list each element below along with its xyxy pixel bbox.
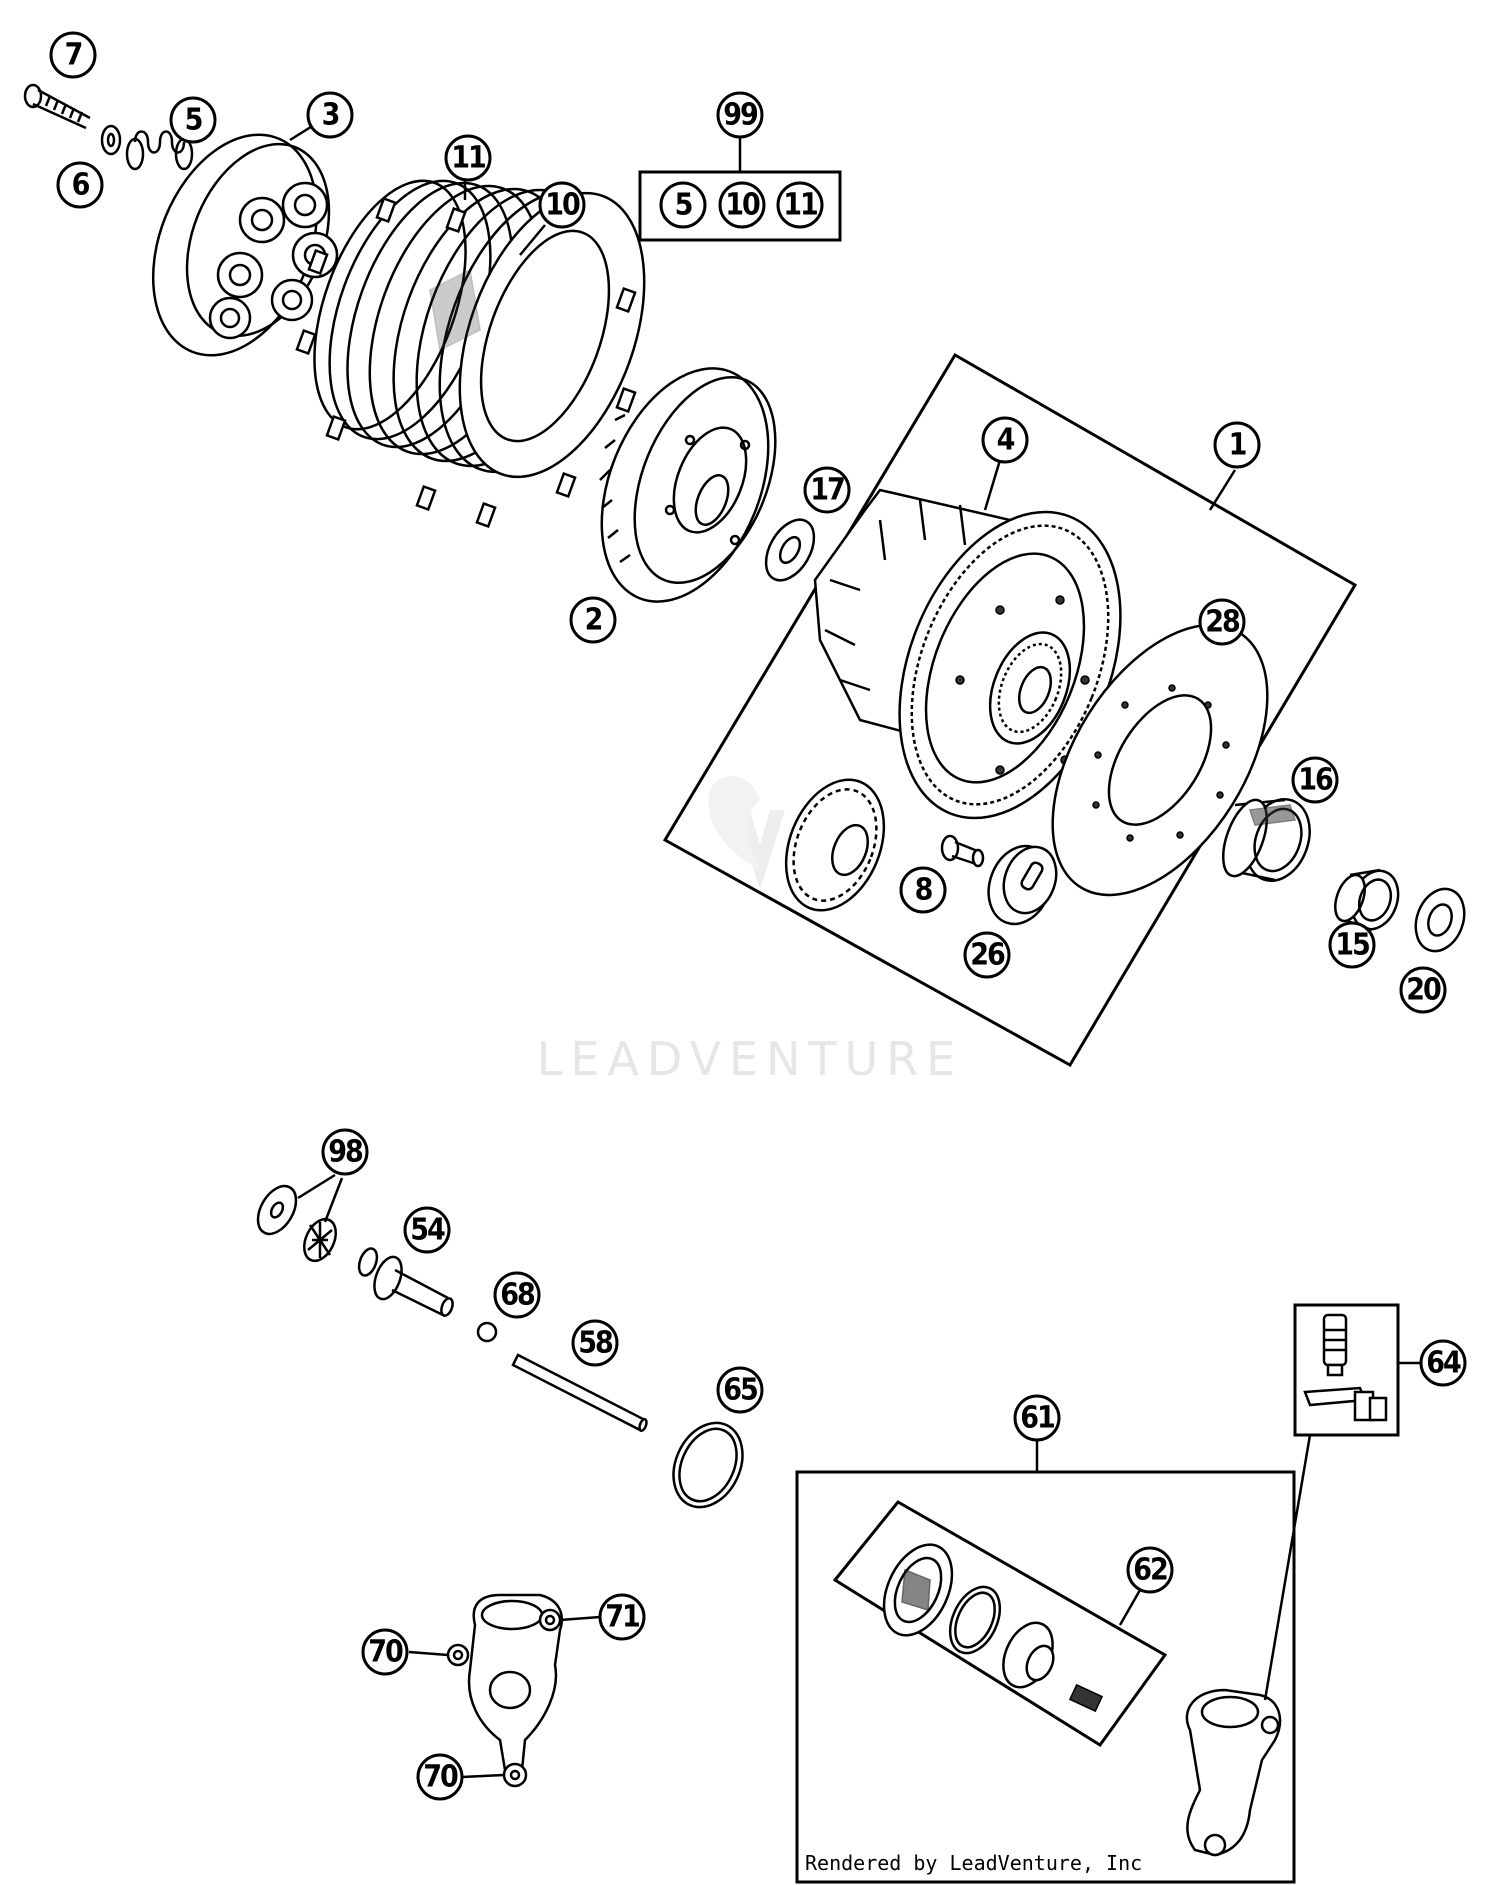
part-6-washer bbox=[100, 124, 122, 156]
callout-54[interactable]: 54 bbox=[403, 1206, 451, 1254]
svg-text:58: 58 bbox=[578, 1326, 613, 1361]
svg-text:64: 64 bbox=[1426, 1346, 1461, 1381]
part-26-cap bbox=[987, 844, 1058, 926]
callout-61[interactable]: 61 bbox=[1013, 1394, 1061, 1442]
part-7-bolt bbox=[23, 83, 91, 130]
part-62-piston-set bbox=[882, 1543, 1104, 1713]
part-4-outer-basket bbox=[813, 488, 1122, 820]
svg-text:16: 16 bbox=[1298, 763, 1333, 798]
svg-text:20: 20 bbox=[1406, 973, 1441, 1008]
render-credit-note: Rendered by LeadVenture, Inc bbox=[805, 1851, 1142, 1875]
part-58-push-rod bbox=[511, 1353, 648, 1432]
callout-70-lower[interactable]: 70 bbox=[416, 1753, 464, 1801]
callout-7[interactable]: 7 bbox=[49, 31, 97, 79]
part-68-ball bbox=[476, 1321, 498, 1343]
svg-text:1: 1 bbox=[1229, 428, 1246, 463]
part-64-bleed-screw bbox=[1322, 1313, 1348, 1377]
svg-text:11: 11 bbox=[451, 141, 485, 176]
leader-10 bbox=[519, 224, 546, 256]
kit-61-frame bbox=[795, 1470, 1296, 1884]
svg-text:62: 62 bbox=[1133, 1553, 1167, 1588]
part-17-washer bbox=[764, 518, 816, 582]
callout-99-item-5[interactable]: 5 bbox=[659, 181, 707, 229]
callout-16[interactable]: 16 bbox=[1291, 756, 1339, 804]
svg-text:98: 98 bbox=[328, 1135, 363, 1170]
svg-text:4: 4 bbox=[997, 423, 1015, 458]
part-primary-gear bbox=[784, 778, 886, 912]
callout-99-item-11[interactable]: 11 bbox=[776, 181, 824, 229]
callout-20[interactable]: 20 bbox=[1399, 966, 1447, 1014]
leader-4 bbox=[983, 459, 1002, 511]
kit-1-frame bbox=[662, 352, 1358, 1068]
svg-text:8: 8 bbox=[915, 873, 933, 908]
watermark-logo bbox=[708, 776, 785, 890]
part-64-lever-set bbox=[1303, 1386, 1388, 1422]
svg-text:11: 11 bbox=[783, 188, 817, 223]
svg-text:7: 7 bbox=[65, 38, 82, 73]
svg-text:28: 28 bbox=[1205, 605, 1240, 640]
callout-4[interactable]: 4 bbox=[981, 416, 1029, 464]
svg-text:26: 26 bbox=[970, 938, 1005, 973]
kit-64-to-master-leader bbox=[1263, 1434, 1312, 1701]
part-98-washer-set bbox=[256, 1173, 344, 1263]
svg-text:65: 65 bbox=[723, 1373, 757, 1408]
svg-text:17: 17 bbox=[810, 473, 844, 508]
callout-99-item-10[interactable]: 10 bbox=[718, 181, 766, 229]
svg-text:99: 99 bbox=[723, 98, 758, 133]
callout-5[interactable]: 5 bbox=[169, 96, 217, 144]
svg-text:2: 2 bbox=[585, 603, 602, 638]
part-20-washer bbox=[1414, 887, 1466, 953]
svg-text:10: 10 bbox=[545, 188, 580, 223]
svg-text:68: 68 bbox=[500, 1278, 535, 1313]
svg-text:6: 6 bbox=[72, 168, 90, 203]
callout-64[interactable]: 64 bbox=[1419, 1339, 1467, 1387]
callout-15[interactable]: 15 bbox=[1328, 921, 1376, 969]
callout-10[interactable]: 10 bbox=[538, 181, 586, 229]
callout-70-upper[interactable]: 70 bbox=[361, 1628, 409, 1676]
svg-text:3: 3 bbox=[322, 98, 339, 133]
part-3-pressure-plate bbox=[151, 133, 339, 357]
part-8-pin bbox=[940, 834, 985, 868]
callout-99[interactable]: 99 bbox=[716, 91, 764, 139]
part-10-11-clutch-disc-stack bbox=[295, 179, 646, 529]
svg-text:15: 15 bbox=[1335, 928, 1369, 963]
part-clutch-slave-cover bbox=[408, 1593, 601, 1788]
part-2-inner-hub bbox=[599, 367, 777, 603]
watermark-text: LEADVENTURE bbox=[537, 1032, 964, 1086]
part-clutch-master-cylinder bbox=[1185, 1688, 1282, 1857]
part-54-shaft bbox=[357, 1247, 454, 1318]
callout-1[interactable]: 1 bbox=[1213, 421, 1261, 469]
callout-26[interactable]: 26 bbox=[963, 931, 1011, 979]
callout-28[interactable]: 28 bbox=[1198, 598, 1246, 646]
callout-8[interactable]: 8 bbox=[899, 866, 947, 914]
callout-3[interactable]: 3 bbox=[306, 91, 354, 139]
part-16-needle-bearing bbox=[1221, 797, 1311, 883]
callout-17[interactable]: 17 bbox=[803, 466, 851, 514]
kit-64-box bbox=[1293, 1303, 1400, 1437]
callout-58[interactable]: 58 bbox=[571, 1319, 619, 1367]
svg-text:70: 70 bbox=[368, 1635, 403, 1670]
callout-68[interactable]: 68 bbox=[493, 1271, 541, 1319]
callout-71[interactable]: 71 bbox=[598, 1593, 646, 1641]
svg-text:54: 54 bbox=[410, 1213, 445, 1248]
callout-6[interactable]: 6 bbox=[56, 161, 104, 209]
callout-65[interactable]: 65 bbox=[716, 1366, 764, 1414]
part-65-o-ring bbox=[672, 1421, 744, 1509]
svg-text:70: 70 bbox=[423, 1760, 458, 1795]
callout-11[interactable]: 11 bbox=[444, 134, 492, 182]
kit-62-frame bbox=[832, 1500, 1168, 1748]
svg-text:71: 71 bbox=[605, 1600, 639, 1635]
kit-1-leader bbox=[1208, 469, 1237, 511]
svg-text:5: 5 bbox=[185, 103, 202, 138]
callout-2[interactable]: 2 bbox=[569, 596, 617, 644]
kit-62-leader bbox=[1118, 1589, 1142, 1626]
callout-98[interactable]: 98 bbox=[321, 1128, 369, 1176]
svg-text:61: 61 bbox=[1020, 1401, 1054, 1436]
svg-text:10: 10 bbox=[725, 188, 760, 223]
svg-text:5: 5 bbox=[675, 188, 692, 223]
callout-62[interactable]: 62 bbox=[1126, 1546, 1174, 1594]
